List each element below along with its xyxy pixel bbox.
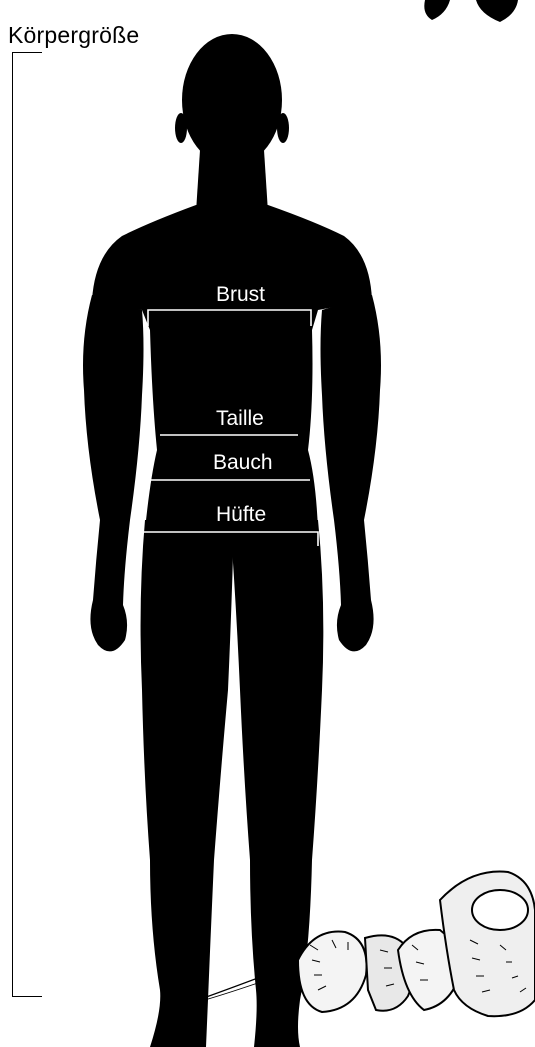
bauch-label: Bauch [213,451,273,474]
person-icon [424,0,518,22]
human-silhouette-icon [83,34,381,1047]
huefte-label: Hüfte [216,503,266,526]
measuring-tape-icon [198,872,535,1017]
taille-label: Taille [216,407,264,430]
brust-label: Brust [216,283,265,306]
